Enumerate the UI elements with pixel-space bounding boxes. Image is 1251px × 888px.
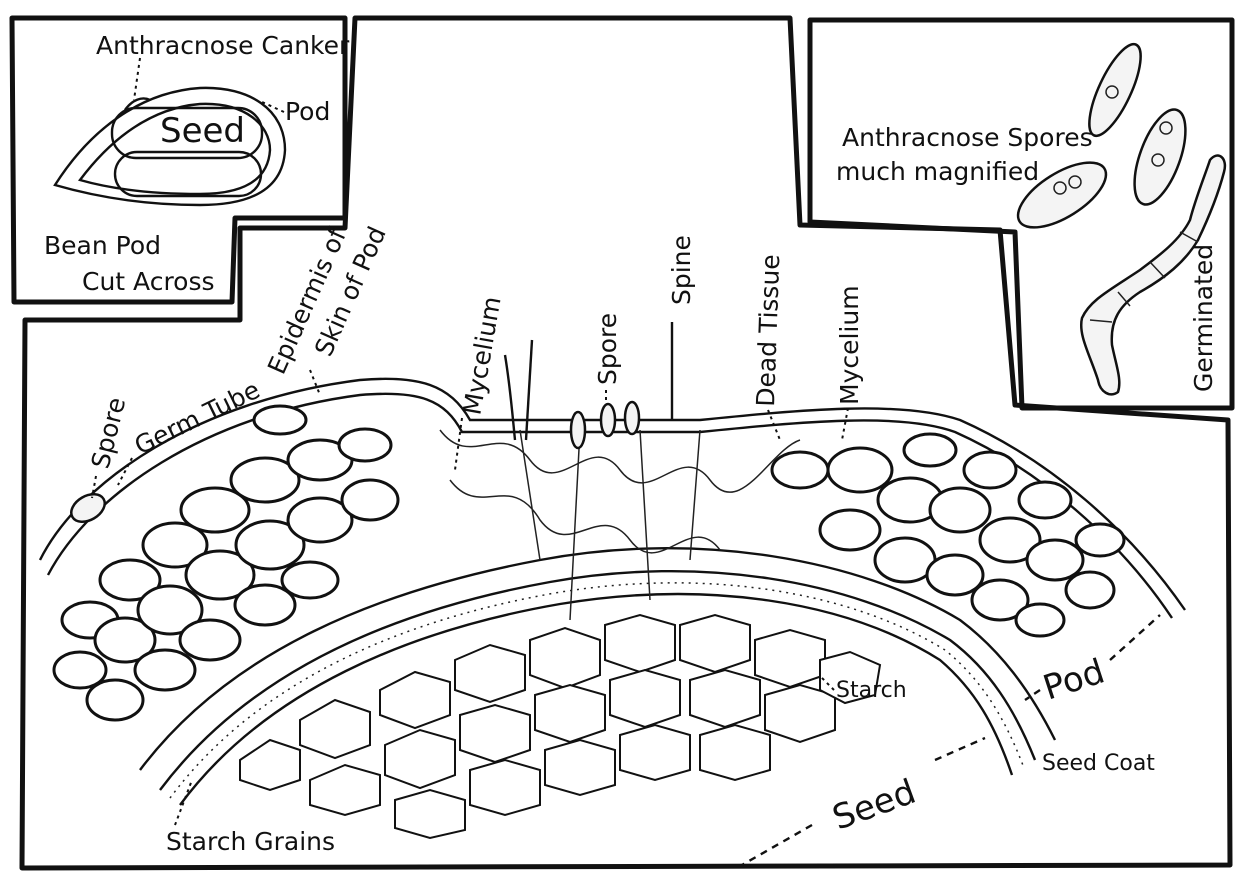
label-mycelium-left: Mycelium (457, 294, 506, 417)
pod-bracket-arrow-upper (1109, 614, 1161, 661)
leader-germ-tube (117, 457, 133, 486)
spore-2-nucleus-b (1151, 153, 1165, 167)
small-spore-1 (569, 410, 587, 450)
small-spore-left (70, 493, 106, 523)
seed-starch-cells (239, 613, 882, 840)
spore-3-nucleus-b (1068, 175, 1082, 189)
inset-spores-drawing (1016, 42, 1227, 396)
seed-coat-outer (159, 569, 1037, 791)
germinated-spore (1079, 154, 1227, 396)
label-pod-inset: Pod (285, 97, 330, 126)
leader-canker (133, 57, 141, 101)
section-drawing (38, 322, 1186, 840)
label-starch: Starch (836, 678, 907, 703)
dead-tissue-tangle (439, 429, 801, 621)
label-spore-center: Spore (593, 313, 622, 385)
label-germ-tube: Germ Tube (130, 375, 264, 460)
leader-mycelium-left (454, 417, 463, 471)
pod-inner-outline (77, 102, 272, 196)
seed-bracket-arrow-lower (741, 823, 813, 867)
main-frame (19, 15, 1233, 871)
small-spore-2 (599, 402, 617, 438)
pod-bracket-arrow-lower (1024, 689, 1041, 701)
spore-1-nucleus (1105, 85, 1119, 99)
label-seed-coat: Seed Coat (1042, 751, 1155, 776)
spore-3-nucleus-a (1053, 181, 1067, 195)
inset-caption-line1: Bean Pod (44, 231, 161, 260)
pod-inner-wall (139, 547, 1057, 771)
spores-title-line1: Anthracnose Spores (842, 123, 1093, 152)
label-starch-grains: Starch Grains (166, 827, 335, 856)
small-spore-3 (623, 400, 641, 436)
leader-starch-grains (174, 779, 193, 826)
label-mycelium-right: Mycelium (835, 285, 864, 405)
label-spine: Spine (667, 235, 696, 305)
germ-tube-septa (1089, 231, 1199, 323)
spine-left-2 (524, 339, 534, 441)
spine-left-1 (503, 354, 517, 441)
label-dead-tissue: Dead Tissue (751, 254, 785, 407)
spore-1 (1088, 42, 1142, 138)
pod-outline (53, 86, 287, 207)
seed-coat-inner (179, 592, 1014, 806)
spores-title-line2: much magnified (836, 157, 1039, 186)
spore-2-nucleus-a (1159, 121, 1173, 135)
canker-mark (124, 97, 151, 111)
label-seed-inset: Seed (160, 111, 245, 151)
pod-epidermis (38, 377, 1186, 611)
seed-upper-half (110, 106, 264, 160)
label-spore-left: Spore (86, 394, 132, 471)
leader-epidermis (309, 369, 321, 396)
inset-caption-line2: Cut Across (82, 267, 215, 296)
label-germinated: Germinated (1189, 244, 1218, 392)
label-anthracnose-canker: Anthracnose Canker (96, 31, 350, 60)
leader-dead-tissue (767, 409, 781, 441)
label-pod-section: Pod (1038, 651, 1109, 708)
label-seed-section: Seed (827, 772, 921, 839)
inset-spores-frame (807, 17, 1235, 411)
inset-pod-drawing (53, 86, 287, 207)
inset-pod-frame (9, 15, 348, 305)
seed-bracket-arrow-upper (934, 736, 986, 762)
pod-tissue-cells (52, 404, 1126, 722)
leader-mycelium-right (841, 407, 849, 441)
spore-3 (1016, 161, 1108, 229)
spore-2 (1133, 108, 1187, 206)
leader-starch (819, 675, 835, 691)
seed-lower-half (113, 150, 263, 198)
